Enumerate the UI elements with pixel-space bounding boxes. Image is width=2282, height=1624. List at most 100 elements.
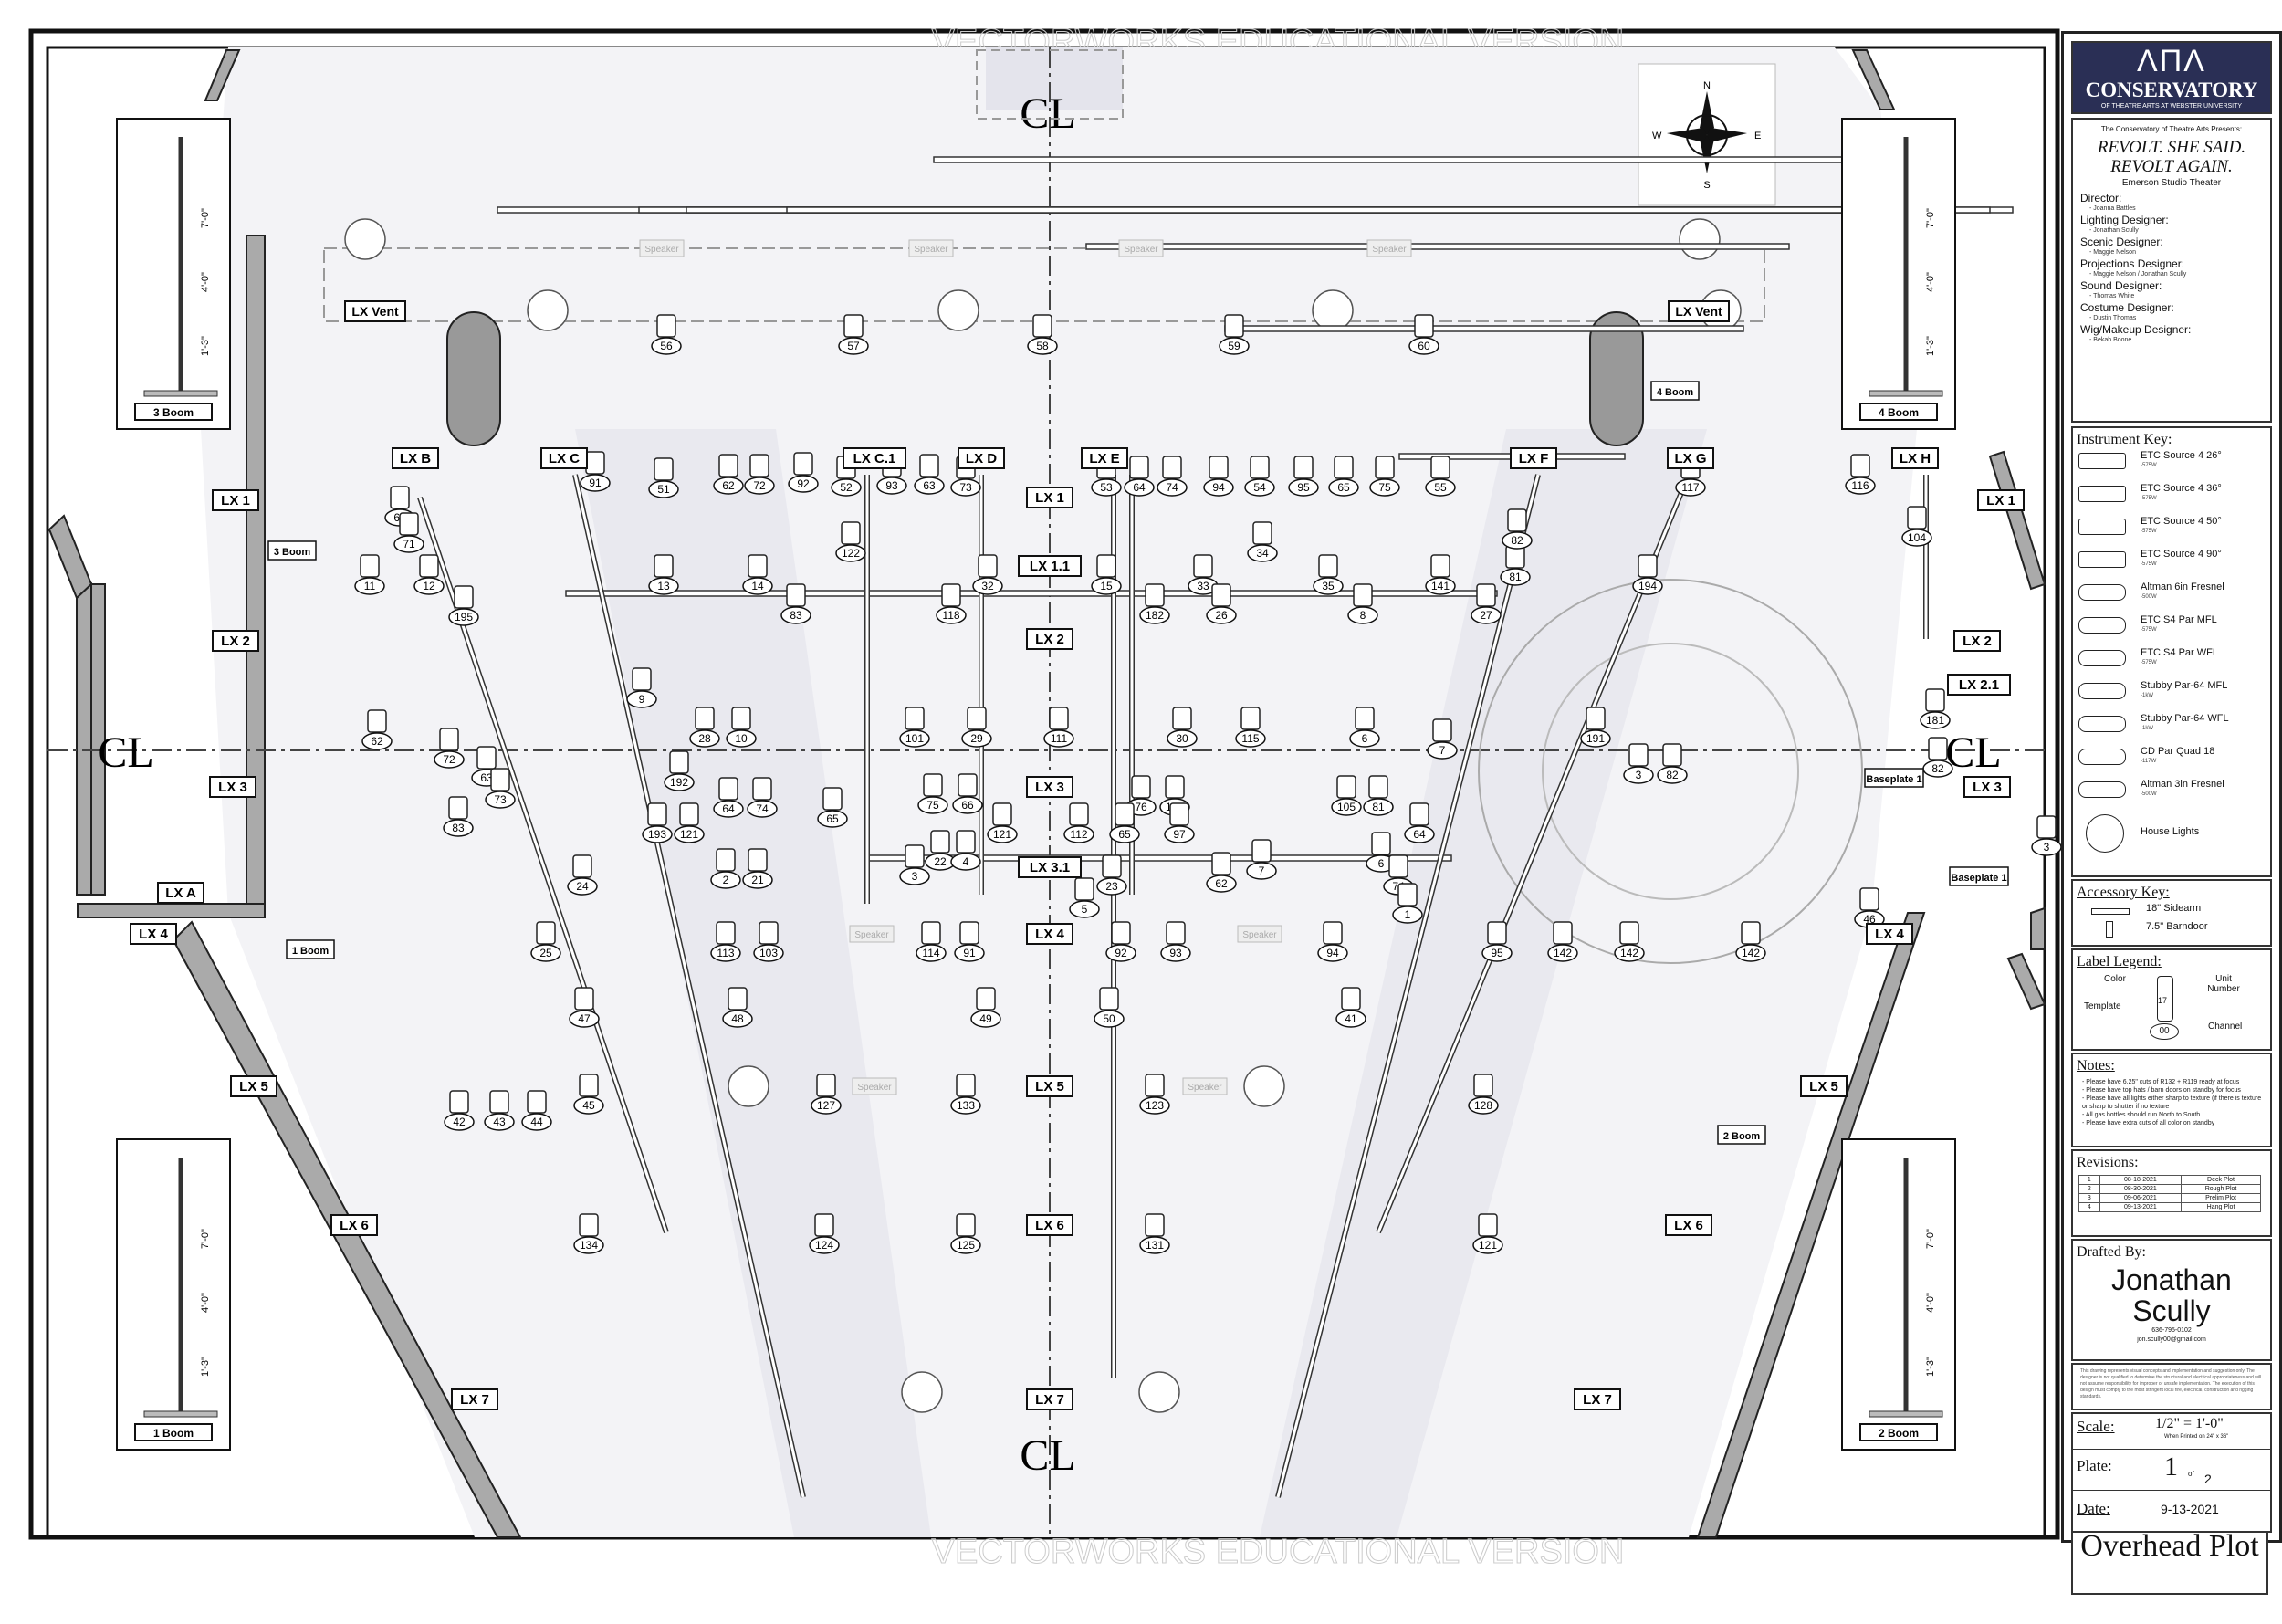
instrument-131: 121 [1472, 1213, 1503, 1254]
vents: LX Vent LX Vent [344, 300, 1730, 446]
svg-text:60: 60 [1418, 340, 1430, 352]
svg-text:LX 1: LX 1 [1035, 490, 1064, 506]
instrument-10: 92 [788, 452, 819, 493]
svg-text:22: 22 [934, 855, 947, 868]
pipe-label-lx7: LX 7 [1026, 1388, 1073, 1410]
pipe-label-lx1: LX 1 [1977, 489, 2025, 511]
svg-text:2: 2 [723, 874, 729, 886]
svg-text:LX Vent: LX Vent [1675, 304, 1722, 319]
date-label: Date: [2077, 1500, 2110, 1517]
instrument-66: 73 [485, 768, 516, 809]
svg-text:53: 53 [1100, 481, 1113, 494]
instrument-53: 101 [899, 707, 930, 748]
revision-cell: Deck Plot [2181, 1175, 2261, 1185]
svg-text:LX 4: LX 4 [1875, 927, 1904, 942]
svg-text:123: 123 [1146, 1099, 1164, 1112]
cl-left: CL [98, 728, 153, 777]
key-name: ETC S4 Par MFL [2141, 614, 2217, 625]
instrument-104: 114 [916, 921, 947, 962]
svg-text:114: 114 [922, 947, 939, 959]
speaker-1: Speaker [639, 239, 685, 257]
scale-value: 1/2" = 1'-0" [2155, 1416, 2224, 1431]
legend-sample-channel: 00 [2150, 1023, 2179, 1040]
instrument-120: 43 [484, 1090, 515, 1131]
plate-of: of [2188, 1470, 2194, 1478]
svg-text:26: 26 [1215, 609, 1228, 622]
crew-role-4: Sound Designer: [2080, 279, 2162, 292]
instrument-43: 195 [448, 585, 479, 626]
svg-text:LX 5: LX 5 [1035, 1079, 1064, 1095]
instrument-64: 192 [664, 750, 695, 791]
svg-text:142: 142 [1742, 947, 1760, 959]
key-symbol-icon [2078, 617, 2126, 634]
svg-text:94: 94 [1326, 947, 1339, 959]
svg-text:92: 92 [797, 477, 810, 490]
revision-cell: 08-18-2021 [2099, 1175, 2183, 1185]
svg-text:192: 192 [670, 776, 688, 789]
key-symbol-icon [2078, 781, 2126, 798]
pipe-label-lxd: LX D [958, 447, 1005, 469]
instrument-79: 3 [2031, 815, 2062, 856]
revision-cell: Rough Plot [2181, 1184, 2261, 1194]
svg-text:94: 94 [1212, 481, 1225, 494]
legend-channel: Channel [2208, 1022, 2243, 1032]
key-symbol-icon [2078, 551, 2126, 568]
instrument-49: 27 [1471, 583, 1502, 624]
svg-text:93: 93 [1169, 947, 1182, 959]
instrument-51: 28 [689, 707, 720, 748]
svg-text:LX 6: LX 6 [1674, 1218, 1703, 1233]
svg-text:LX 3: LX 3 [1035, 780, 1064, 795]
key-row-10: Altman 3in Fresnel-500W [2073, 777, 2270, 810]
crew-role-6: Wig/Makeup Designer: [2080, 323, 2192, 336]
svg-text:75: 75 [926, 799, 939, 812]
svg-text:83: 83 [452, 822, 465, 834]
crew-person-2: - Maggie Nelson [2089, 249, 2136, 256]
instrument-121: 44 [521, 1090, 552, 1131]
svg-text:65: 65 [1337, 481, 1350, 494]
compass-rose: N S E W [1638, 63, 1776, 206]
svg-text:Baseplate 1: Baseplate 1 [1951, 873, 2006, 884]
svg-text:121: 121 [993, 828, 1011, 841]
pipe-label-lx3: LX 3 [209, 776, 256, 798]
svg-text:131: 131 [1146, 1239, 1164, 1252]
instrument-84: 112 [1063, 802, 1094, 843]
svg-text:LX F: LX F [1519, 451, 1549, 466]
svg-text:191: 191 [1586, 732, 1605, 745]
svg-text:LX A: LX A [165, 885, 196, 901]
logo-name: CONSERVATORY [2085, 79, 2258, 101]
pipe-label-lx2: LX 2 [1953, 630, 2001, 652]
svg-text:15: 15 [1100, 580, 1113, 592]
svg-text:LX 5: LX 5 [1809, 1079, 1838, 1095]
svg-text:72: 72 [753, 479, 766, 492]
revision-cell: 09-13-2021 [2099, 1202, 2183, 1212]
svg-text:121: 121 [1479, 1239, 1497, 1252]
plate-label: Plate: [2077, 1457, 2112, 1474]
svg-text:1'-3": 1'-3" [200, 336, 211, 356]
instrument-108: 94 [1317, 921, 1348, 962]
svg-text:LX 1: LX 1 [221, 493, 250, 508]
production-info: The Conservatory of Theatre Arts Present… [2071, 118, 2272, 423]
svg-text:LX H: LX H [1900, 451, 1931, 466]
instrument-98: 23 [1096, 854, 1127, 896]
svg-text:194: 194 [1638, 580, 1657, 592]
venue: Emerson Studio Theater [2121, 178, 2222, 188]
instrument-3: 58 [1027, 314, 1058, 355]
svg-text:LX 4: LX 4 [139, 927, 168, 942]
instrument-76: 3 [1623, 743, 1654, 784]
svg-text:48: 48 [731, 1012, 744, 1025]
svg-text:Speaker: Speaker [854, 930, 889, 940]
cl-right: CL [1945, 728, 2001, 777]
instrument-55: 111 [1043, 707, 1074, 748]
key-row-0: ETC Source 4 26°-575W [2073, 448, 2270, 481]
key-spec: -500W [2141, 594, 2157, 600]
svg-text:64: 64 [1133, 481, 1146, 494]
svg-text:65: 65 [826, 812, 839, 825]
svg-text:24: 24 [576, 880, 589, 893]
crew-role-3: Projections Designer: [2080, 257, 2185, 270]
svg-text:71: 71 [403, 538, 415, 550]
svg-text:10: 10 [735, 732, 748, 745]
svg-text:64: 64 [1413, 828, 1426, 841]
